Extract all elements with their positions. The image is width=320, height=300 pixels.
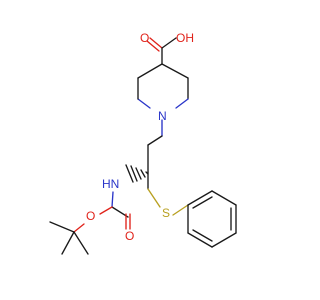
carbamate-ether-bond	[99, 206, 113, 215]
tert-butyl-group	[49, 221, 89, 255]
atom-label-nh: HN	[102, 177, 119, 191]
phenyl-ring	[187, 190, 237, 248]
ring-bond-3	[175, 98, 189, 109]
o-tbu-bond	[73, 223, 85, 233]
stereo-hash-wedge	[125, 164, 149, 183]
nh-carbonyl-bond	[111, 191, 114, 208]
c-s-bond	[147, 188, 161, 208]
s-phenyl-bond	[172, 204, 189, 216]
carbonyl-bond-2	[146, 40, 160, 52]
structure-canvas: O OH N HN O O S	[49, 31, 237, 255]
ring-bond-6	[137, 63, 163, 79]
ring-bond-4	[137, 98, 151, 109]
atom-label-s: S	[162, 206, 170, 220]
atom-label-n-piperidine: N	[158, 109, 167, 123]
ring-bond-1	[161, 63, 189, 79]
atom-label-oh: OH	[176, 31, 194, 45]
atom-label-o-carbamate-double: O	[125, 229, 134, 243]
carbonyl-bond-1	[149, 37, 163, 49]
atom-label-o-carbamate-ether: O	[86, 209, 95, 223]
molecule-structure: O OH N HN O O S	[49, 31, 237, 255]
chain-bond-1	[147, 135, 163, 146]
atom-label-o-carbonyl: O	[140, 31, 149, 45]
acid-oh-bond	[161, 37, 177, 49]
